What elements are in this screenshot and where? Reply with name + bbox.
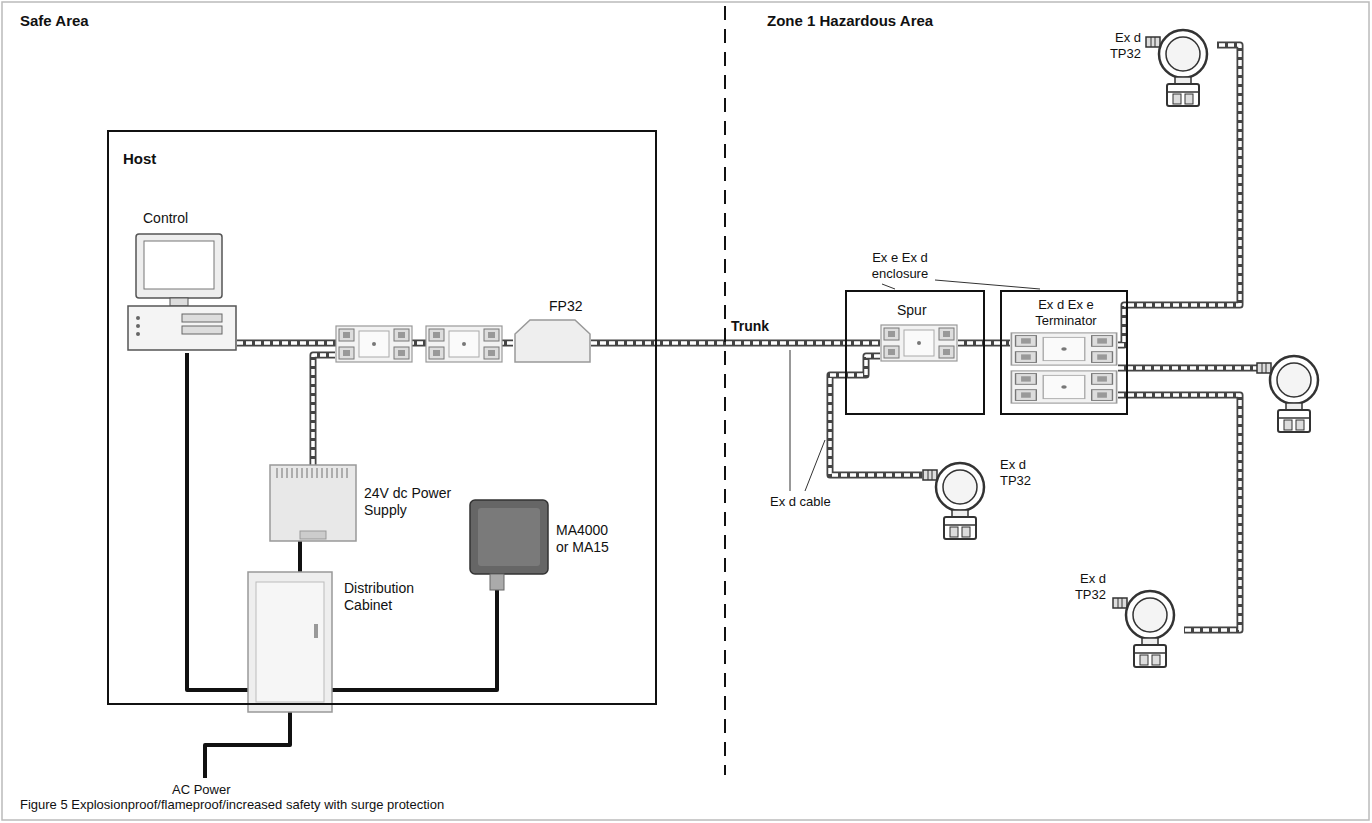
fieldbus-cable <box>591 343 845 344</box>
node-label: Ex d TP32 <box>1099 30 1141 61</box>
distribution-cabinet: Distribution Cabinet <box>248 572 332 712</box>
transmitter-icon <box>1113 591 1174 667</box>
terminal-block <box>426 326 502 362</box>
power-supply: 24V dc Power Supply <box>270 465 356 541</box>
callout-label: Ex e Ex d enclosure <box>850 250 950 281</box>
node-label: MA4000 or MA15 <box>556 522 622 556</box>
terminal-block <box>1011 333 1116 365</box>
tp32-transmitter: Ex d TP32 <box>1145 22 1217 108</box>
edge-label: Trunk <box>729 318 771 335</box>
node-label: Control <box>143 210 188 227</box>
spur-enclosure: Spur <box>845 290 985 415</box>
callout-label: Ex d cable <box>770 494 831 510</box>
area-heading: Safe Area <box>20 12 89 30</box>
fp32-barrier: FP32 <box>513 320 591 362</box>
fieldbus-cable <box>830 375 922 475</box>
tp32-transmitter: Ex d TP32 <box>922 455 994 541</box>
terminal-block <box>336 326 412 362</box>
host-box: HostControl 24V dc Power SupplyDistributi… <box>107 130 657 705</box>
area-heading: Zone 1 Hazardous Area <box>767 12 933 30</box>
fieldbus-cable <box>985 343 1000 344</box>
node-label: Ex d Ex e Terminator <box>1021 297 1111 328</box>
power-label: AC Power <box>172 782 231 798</box>
fp32-icon <box>515 320 590 362</box>
terminator-enclosure: Ex d Ex e Terminator <box>1000 290 1128 415</box>
power-line <box>300 541 301 572</box>
node-label: FP32 <box>549 298 582 315</box>
ma-device: MA4000 or MA15 <box>470 500 548 574</box>
node-label: Ex d TP32 <box>1064 571 1106 602</box>
power-line <box>187 353 248 690</box>
node-label: Host <box>123 150 156 168</box>
terminal-block <box>881 325 957 361</box>
cabinet-icon <box>248 572 332 712</box>
zone-boundary <box>724 6 726 775</box>
node-label: 24V dc Power Supply <box>364 485 459 519</box>
node-label: Distribution Cabinet <box>344 580 434 614</box>
transmitter-icon <box>923 463 984 539</box>
control-computer: Control <box>127 232 237 353</box>
figure-caption: Figure 5 Explosionproof/flameproof/incre… <box>20 797 444 813</box>
terminal-block <box>1011 371 1116 403</box>
node-label: Spur <box>897 302 927 319</box>
node-label: Ex d TP32 <box>1000 457 1042 488</box>
control-computer-icon <box>128 234 236 350</box>
power-supply-icon <box>270 465 356 541</box>
transmitter-icon <box>1257 356 1318 432</box>
power-line <box>332 574 497 690</box>
tp32-transmitter: Ex d TP32 <box>1112 583 1184 669</box>
ma-device-icon <box>470 500 548 590</box>
wiring <box>205 305 1258 778</box>
transmitter-icon <box>1146 30 1207 106</box>
